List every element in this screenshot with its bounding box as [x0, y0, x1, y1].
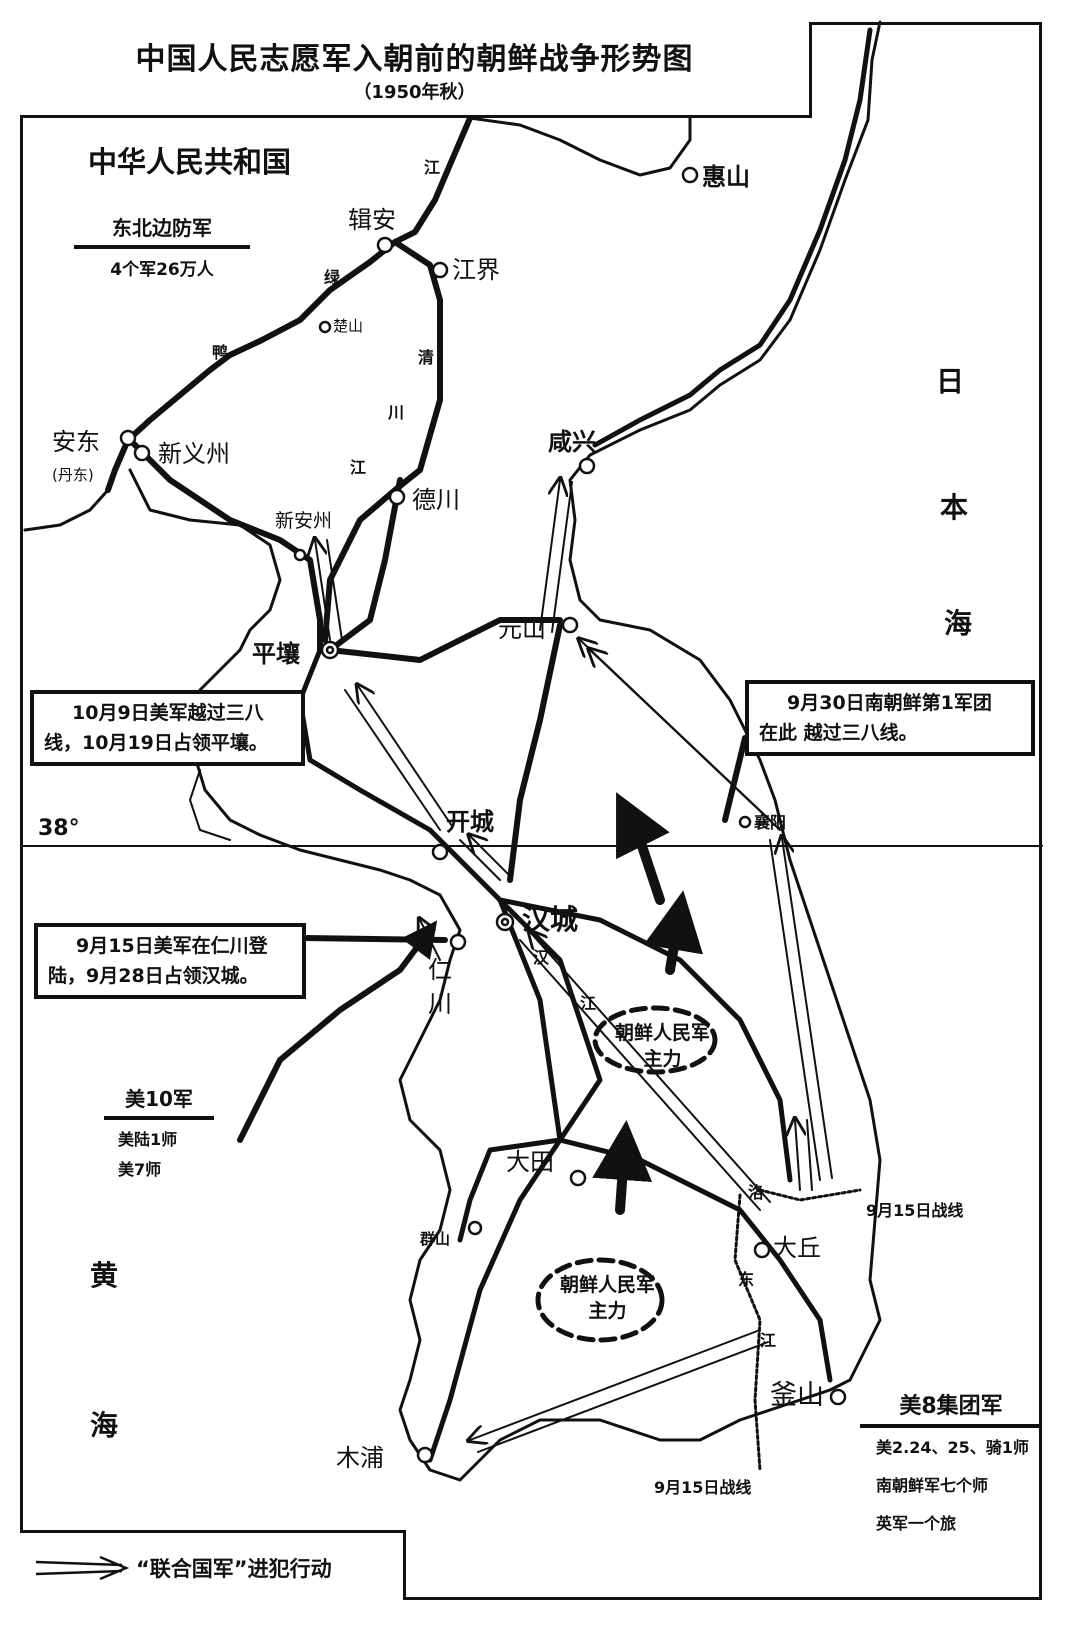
label-sea-of-japan-2: 本: [940, 491, 969, 524]
kpa-main-force-north-label: 朝鲜人民军 主力: [615, 1020, 710, 1072]
east-coast: [568, 20, 882, 1382]
city-xinyizhou: 新义州: [158, 440, 230, 468]
city-renchuan-1: 仁: [428, 956, 452, 984]
us-10th-corps-unit-1: 美陆1师: [118, 1130, 178, 1149]
us-8th-army-unit-1: 美2.24、25、骑1师: [876, 1438, 1029, 1457]
front-line-sep15: [733, 1193, 762, 1472]
legend: “联合国军”进犯行动: [20, 1530, 406, 1600]
un-advance-arrow-icon: [35, 1555, 130, 1581]
label-yellow-sea-2: 海: [90, 1409, 119, 1442]
map-title: 中国人民志愿军入朝前的朝鲜战争形势图: [135, 42, 694, 77]
legend-label: “联合国军”进犯行动: [136, 1557, 332, 1581]
callout-rok-line-1: 9月30日南朝鲜第1军团: [787, 692, 992, 714]
river-luodong-1: 洛: [748, 1183, 765, 1202]
west-coast-north: [23, 488, 110, 532]
city-daitian: 大田: [506, 1148, 554, 1176]
city-chushan: 楚山: [333, 317, 364, 335]
south-coast: [458, 1378, 852, 1482]
us-10th-corps-route: [237, 920, 438, 1143]
us-8th-army-unit-3: 英军一个旅: [876, 1514, 957, 1533]
kpa-main-force-south: [535, 1257, 665, 1343]
river-yalu-1: 江: [424, 158, 441, 177]
city-xiangyang: 襄阳: [754, 813, 787, 832]
northeast-border-army: 东北边防军 4个军26万人: [74, 212, 250, 280]
river-luodong-3: 江: [760, 1331, 777, 1350]
kpa-north-line-2: 主力: [643, 1048, 682, 1070]
us-8th-army-unit-2: 南朝鲜军七个师: [876, 1476, 989, 1495]
kpa-arrow-2: [643, 890, 704, 975]
us-8th-army: 美8集团军 美2.24、25、骑1师 南朝鲜军七个师 英军一个旅: [860, 1388, 1042, 1534]
city-renchuan-2: 川: [428, 990, 452, 1018]
city-fushan: 釜山: [770, 1380, 824, 1411]
label-sea-of-japan-1: 日: [936, 365, 965, 398]
us-10th-corps: 美10军 美陆1师 美7师: [104, 1083, 214, 1180]
northeast-army-detail: 4个军26万人: [110, 260, 214, 280]
callout-incheon-landing: 9月15日美军在仁川登 陆，9月28日占领汉城。: [34, 923, 306, 999]
label-china: 中华人民共和国: [88, 145, 292, 179]
kpa-arrow-1: [616, 792, 670, 905]
kpa-main-force-south-label: 朝鲜人民军 主力: [560, 1272, 655, 1324]
city-daqiu: 大丘: [773, 1234, 821, 1262]
river-qingchuan-3: 江: [350, 458, 367, 477]
city-jiangjie: 江界: [452, 256, 500, 284]
callout-pyongyang-line-2: 线，10月19日占领平壤。: [44, 732, 268, 754]
city-kaicheng: 开城: [446, 808, 494, 836]
city-pyongyang: 平壤: [252, 640, 300, 668]
city-yuanshan: 元山: [498, 615, 546, 643]
city-hancheng: 汉城: [522, 903, 579, 936]
front-line-label-south: 9月15日战线: [654, 1478, 752, 1497]
label-38th-parallel: 38°: [38, 816, 80, 841]
northeast-army-heading: 东北边防军: [74, 212, 250, 249]
river-yalu-2: 绿: [324, 268, 341, 287]
river-qingchuan-1: 清: [418, 348, 435, 367]
kpa-south-line-2: 主力: [588, 1300, 627, 1322]
river-yalu-3: 鸭: [212, 343, 229, 362]
yalu-river-border: [105, 115, 473, 493]
city-huishan: 惠山: [702, 163, 750, 191]
us-10th-corps-unit-2: 美7师: [118, 1160, 162, 1179]
river-luodong-2: 东: [738, 1270, 755, 1289]
front-line-label-east: 9月15日战线: [866, 1201, 964, 1220]
river-han-1: 汉: [533, 948, 550, 967]
river-qingchuan-2: 川: [388, 403, 405, 422]
us-8th-army-heading: 美8集团军: [860, 1388, 1042, 1428]
callout-incheon-line-2: 陆，9月28日占领汉城。: [48, 965, 259, 987]
kpa-arrow-3: [592, 1120, 653, 1215]
kpa-north-line-1: 朝鲜人民军: [615, 1022, 711, 1044]
callout-rok-line-2: 在此 越过三八线。: [759, 722, 918, 744]
city-mupu: 木浦: [336, 1444, 384, 1472]
kpa-main-force-north: [592, 1005, 718, 1075]
city-xianxing: 咸兴: [548, 428, 596, 456]
city-ji-an: 辑安: [348, 206, 396, 234]
callout-incheon-line-1: 9月15日美军在仁川登: [76, 935, 268, 957]
callout-pyongyang-line-1: 10月9日美军越过三八: [72, 702, 264, 724]
callout-pyongyang-occupation: 10月9日美军越过三八 线，10月19日占领平壤。: [30, 690, 305, 766]
us-10th-corps-heading: 美10军: [104, 1083, 214, 1120]
railway-west: [127, 437, 323, 653]
label-yellow-sea-1: 黄: [90, 1259, 119, 1292]
map-subtitle: （1950年秋）: [353, 82, 476, 103]
title-box: 中国人民志愿军入朝前的朝鲜战争形势图 （1950年秋）: [20, 22, 812, 118]
callout-south-korea-1st-corps: 9月30日南朝鲜第1军团 在此 越过三八线。: [745, 680, 1035, 756]
kpa-south-line-1: 朝鲜人民军: [560, 1274, 656, 1296]
city-dechuan: 德川: [412, 486, 460, 514]
city-andong-alt: (丹东): [52, 466, 94, 484]
city-andong: 安东: [52, 428, 100, 456]
city-xinanzhou: 新安州: [275, 510, 333, 532]
northeast-border: [468, 116, 692, 177]
river-han-2: 江: [580, 994, 597, 1013]
label-sea-of-japan-3: 海: [944, 607, 973, 640]
city-qunshan: 群山: [420, 1230, 451, 1248]
city-markers: [119, 166, 847, 1464]
